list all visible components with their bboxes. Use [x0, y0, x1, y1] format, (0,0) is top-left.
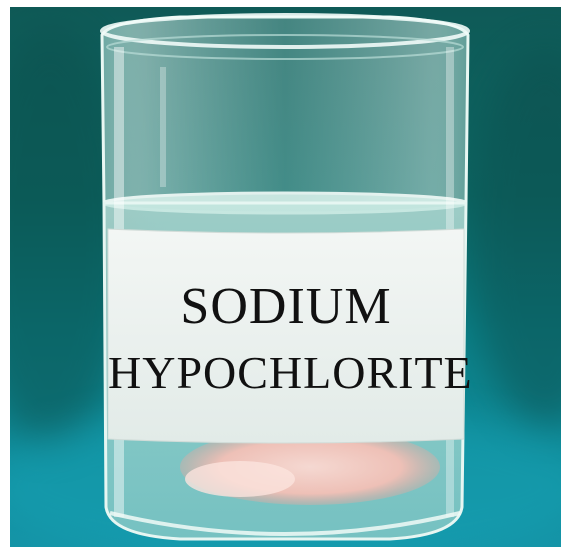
glass-beaker: [100, 13, 470, 541]
photo: SODIUM HYPOCHLORITE: [10, 7, 561, 547]
label-line-hypochlorite: HYPOCHLORITE: [108, 347, 473, 398]
beaker-rim: [100, 13, 470, 49]
label-band: [107, 228, 465, 444]
beaker-upper-glass: [100, 15, 470, 205]
beaker-bottom: [109, 511, 461, 536]
label-line-sodium: SODIUM: [180, 278, 392, 335]
